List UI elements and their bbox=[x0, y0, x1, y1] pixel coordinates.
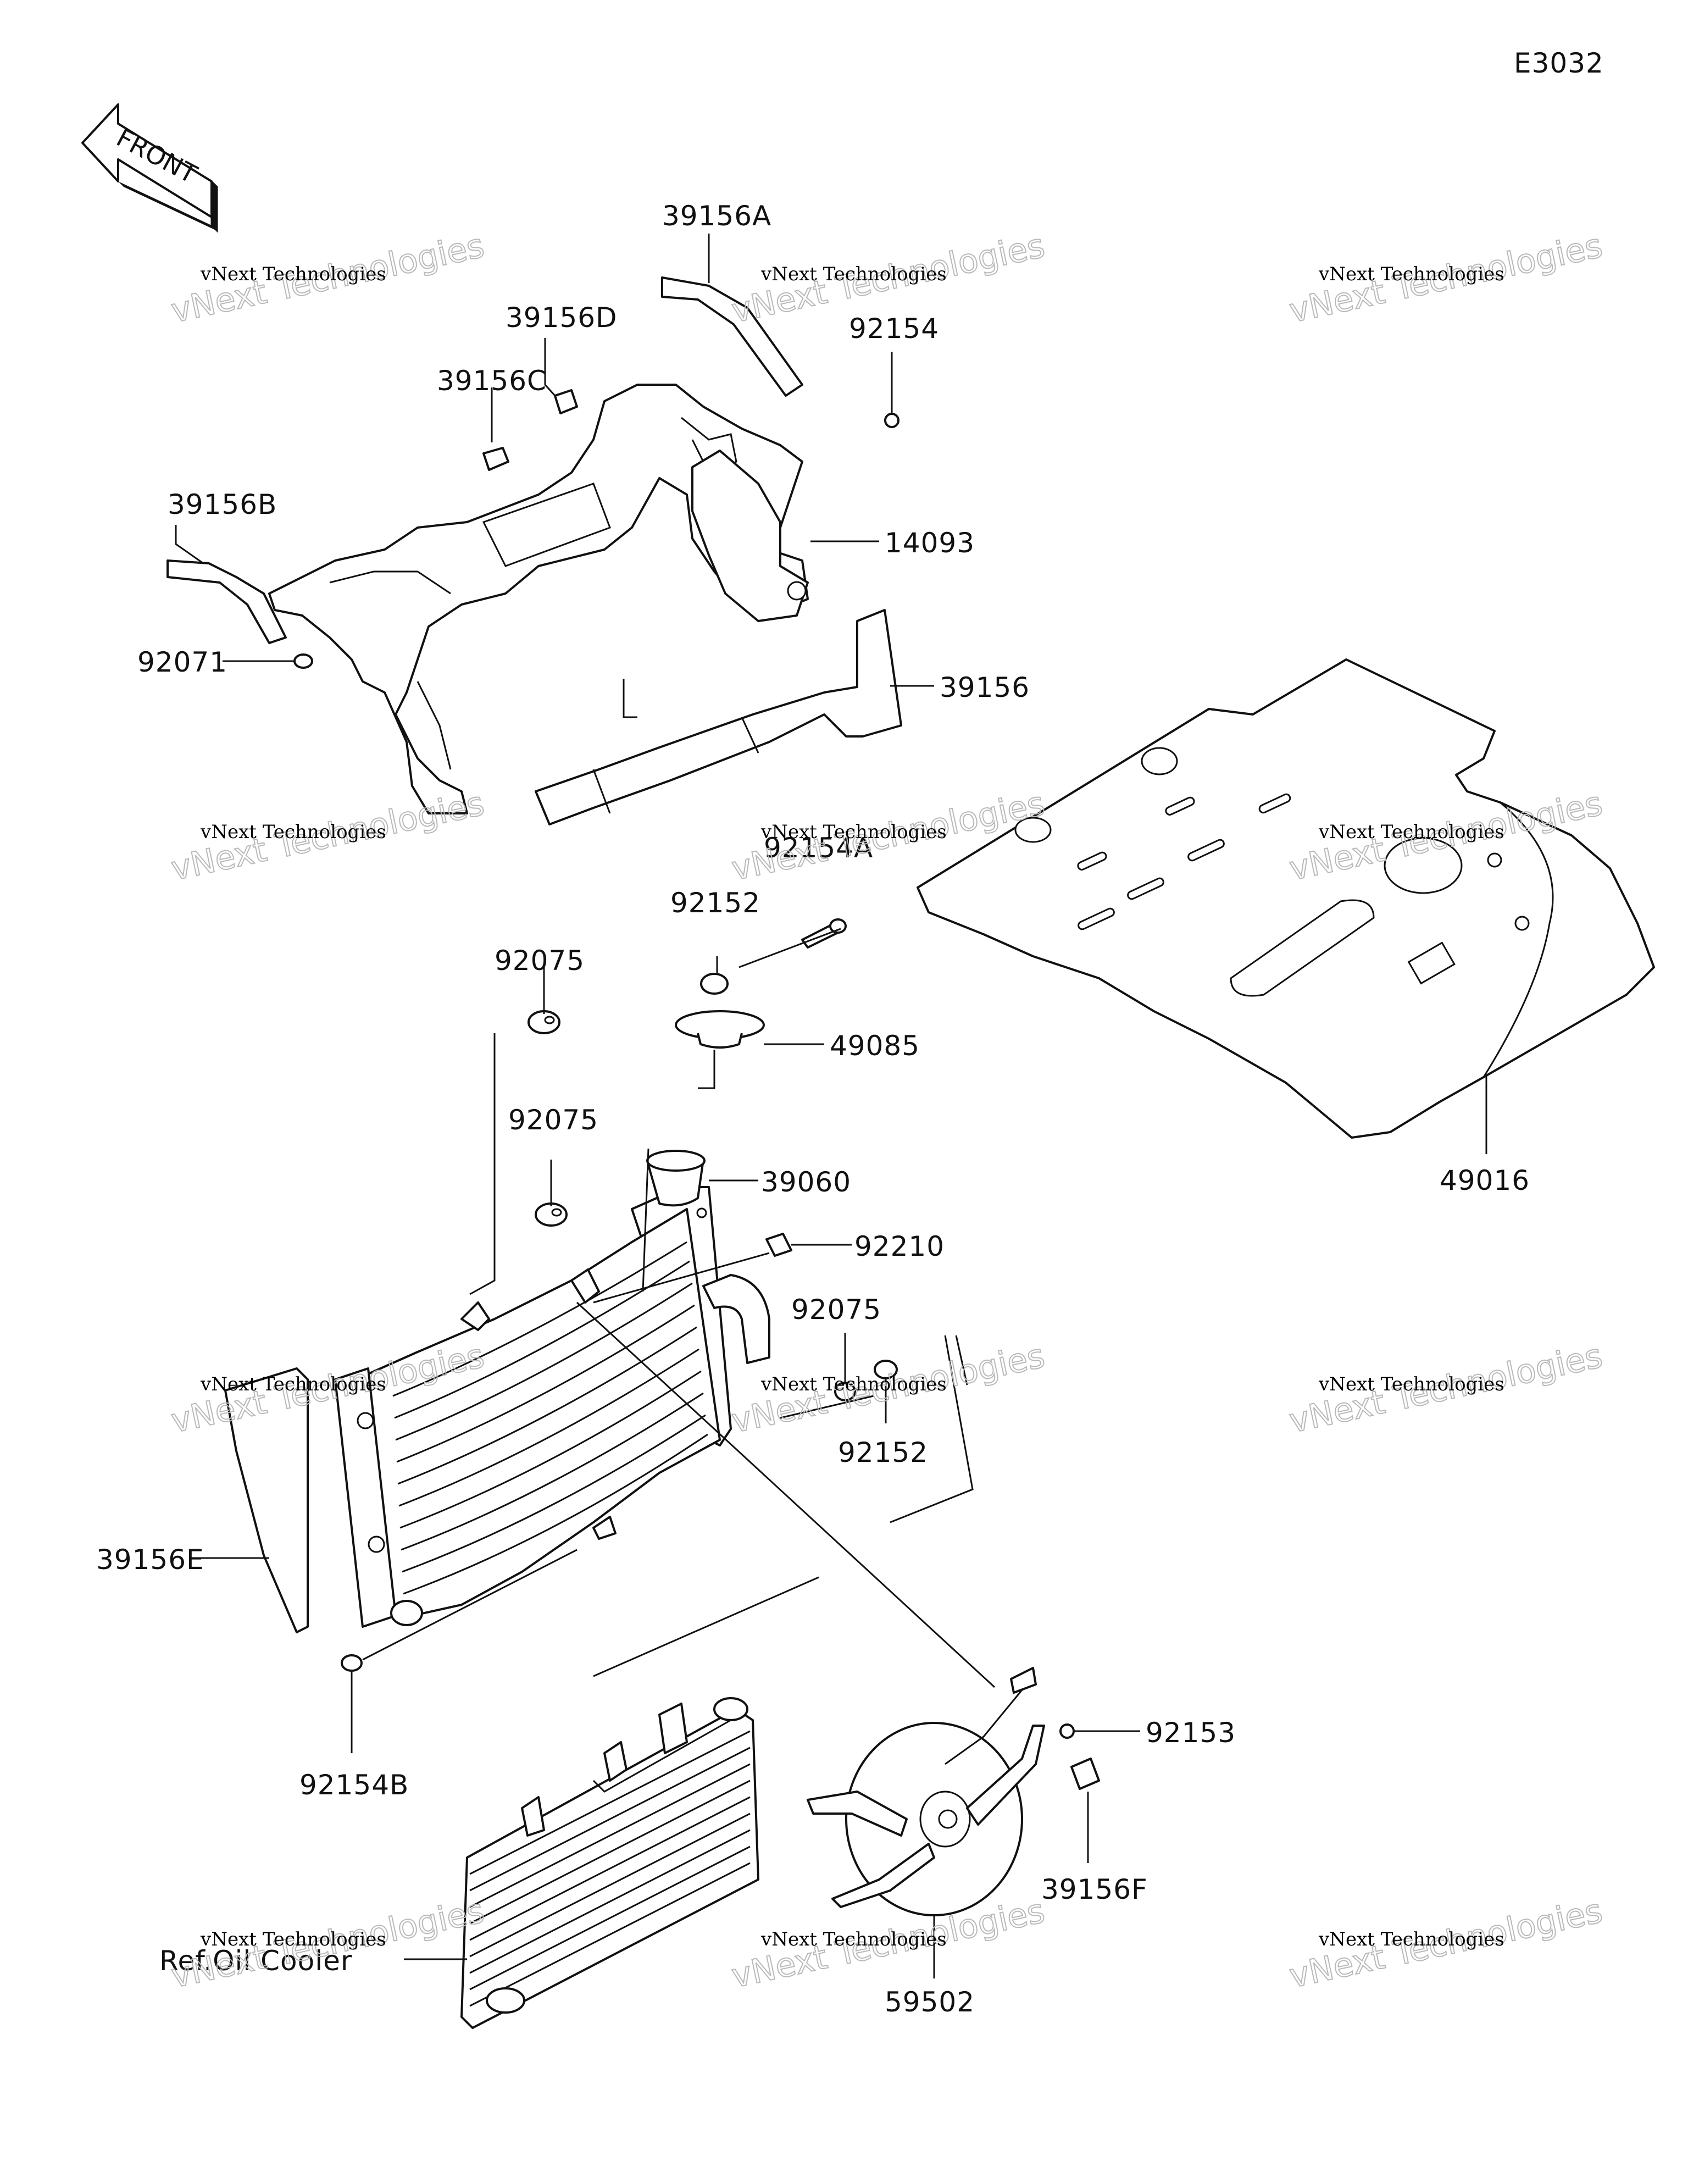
seal-strip-39156B bbox=[166, 559, 287, 644]
svg-text:vNext Technologies: vNext Technologies bbox=[760, 821, 947, 843]
svg-text:vNext Technologies: vNext Technologies bbox=[1318, 263, 1504, 285]
side-cover-14093 bbox=[691, 450, 809, 622]
svg-text:vNext Technologies: vNext Technologies bbox=[200, 263, 386, 285]
collar-92152-mid bbox=[874, 1360, 898, 1379]
grommet-92075-b bbox=[535, 1202, 568, 1227]
label-39156B: 39156B bbox=[168, 489, 277, 520]
front-arrow-icon: FRONT bbox=[81, 103, 218, 233]
watermark: vNext Technologies vNext Technologies bbox=[1286, 1336, 1607, 1441]
clip-nut-92210 bbox=[765, 1233, 792, 1257]
svg-text:vNext Technologies: vNext Technologies bbox=[760, 1373, 947, 1395]
label-92152-mid: 92152 bbox=[838, 1437, 928, 1468]
radiator-cap-49085 bbox=[675, 1010, 765, 1049]
upper-shroud-assembly bbox=[166, 276, 902, 825]
grommet-92075-c bbox=[834, 1382, 856, 1401]
watermark: vNext Technologies vNext Technologies bbox=[1286, 226, 1607, 331]
label-92075-b: 92075 bbox=[508, 1104, 598, 1136]
label-49085: 49085 bbox=[830, 1030, 920, 1062]
radiator-core bbox=[367, 1208, 721, 1622]
seal-39156 bbox=[535, 609, 902, 825]
grommet-92071 bbox=[293, 653, 313, 669]
seal-39156F bbox=[1070, 1758, 1100, 1790]
label-39156D: 39156D bbox=[506, 302, 618, 334]
svg-text:vNext Technologies: vNext Technologies bbox=[760, 263, 947, 285]
label-59502: 59502 bbox=[885, 1986, 975, 2018]
cooling-fan-59502 bbox=[807, 1667, 1045, 1916]
label-92154: 92154 bbox=[849, 313, 939, 345]
bolt-92154B bbox=[341, 1654, 363, 1672]
oil-cooler bbox=[460, 1697, 759, 2029]
watermark: vNext Technologies vNext Technologies bbox=[728, 1891, 1049, 1996]
grommet-92075-a bbox=[528, 1010, 560, 1034]
label-92152-top: 92152 bbox=[670, 887, 760, 919]
label-39156F: 39156F bbox=[1041, 1873, 1148, 1905]
diagram-code: E3032 bbox=[1514, 47, 1604, 79]
watermark: vNext Technologies vNext Technologies bbox=[1286, 1891, 1607, 1996]
seal-strip-39156A bbox=[661, 276, 803, 397]
svg-text:vNext Technologies: vNext Technologies bbox=[1318, 1373, 1504, 1395]
watermark: vNext Technologies vNext Technologies bbox=[168, 784, 488, 889]
label-39060: 39060 bbox=[761, 1166, 851, 1198]
label-92210: 92210 bbox=[854, 1230, 945, 1262]
label-92153: 92153 bbox=[1146, 1717, 1236, 1749]
seal-plate-39156E bbox=[224, 1367, 309, 1633]
watermark: vNext Technologies vNext Technologies bbox=[168, 226, 488, 331]
callout-labels: 39156A 39156D 39156C 92154 39156B 14093 … bbox=[96, 200, 1530, 2018]
label-39156E: 39156E bbox=[96, 1544, 204, 1576]
screw-92154 bbox=[884, 413, 899, 428]
label-92075-a: 92075 bbox=[495, 945, 585, 977]
label-ref-oil-cooler: Ref.Oil Cooler bbox=[159, 1945, 352, 1977]
nut-92153 bbox=[1059, 1723, 1075, 1739]
label-92154A: 92154A bbox=[764, 832, 873, 864]
svg-text:vNext Technologies: vNext Technologies bbox=[200, 1928, 386, 1950]
svg-text:vNext Technologies: vNext Technologies bbox=[200, 1373, 386, 1395]
watermark: vNext Technologies vNext Technologies bbox=[168, 1891, 488, 1996]
label-49016: 49016 bbox=[1440, 1165, 1530, 1196]
svg-text:vNext Technologies: vNext Technologies bbox=[1318, 1928, 1504, 1950]
svg-text:vNext Technologies: vNext Technologies bbox=[200, 821, 386, 843]
svg-text:vNext Technologies: vNext Technologies bbox=[760, 1928, 947, 1950]
radiator-shroud bbox=[268, 384, 809, 814]
label-39156C: 39156C bbox=[437, 365, 547, 397]
label-92154B: 92154B bbox=[299, 1769, 409, 1801]
watermark: vNext Technologies vNext Technologies bbox=[728, 1336, 1049, 1441]
clip-39156D bbox=[554, 389, 578, 414]
label-92071: 92071 bbox=[137, 646, 227, 678]
svg-text:vNext Technologies: vNext Technologies bbox=[1318, 821, 1504, 843]
label-39156A: 39156A bbox=[662, 200, 771, 232]
label-14093: 14093 bbox=[885, 527, 975, 559]
leader-lines bbox=[175, 234, 1487, 1978]
skid-plate-49016 bbox=[917, 658, 1655, 1139]
bolt-92154A bbox=[801, 918, 847, 949]
radiator-assembly bbox=[334, 1150, 770, 1628]
radiator-hose-fitting bbox=[702, 1274, 770, 1364]
label-39156: 39156 bbox=[940, 672, 1030, 703]
clip-39156C bbox=[482, 447, 509, 471]
label-92075-c: 92075 bbox=[791, 1294, 881, 1326]
collar-92152-top bbox=[700, 973, 729, 995]
